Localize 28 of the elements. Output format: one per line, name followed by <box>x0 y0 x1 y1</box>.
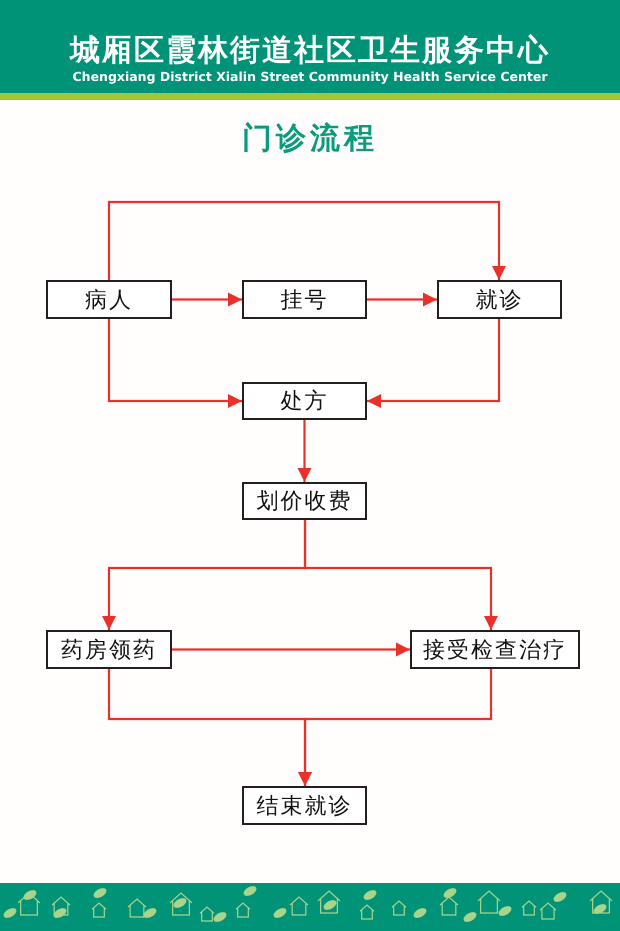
step-label: 处方 <box>280 388 328 416</box>
process-box <box>46 630 172 669</box>
arrow <box>108 319 242 408</box>
process-box <box>410 630 580 669</box>
step-label: 结束就诊 <box>256 792 352 820</box>
step-label: 就诊 <box>476 286 524 314</box>
arrow <box>172 292 242 306</box>
step-label: 药房领药 <box>61 636 157 664</box>
arrow <box>172 642 410 656</box>
page-title: 门诊流程 <box>242 121 378 156</box>
process-box <box>242 482 367 520</box>
organization-name: 城厢区霞林街道社区卫生服务中心 <box>70 33 550 68</box>
arrow <box>298 420 312 482</box>
step-label: 划价收费 <box>256 488 352 516</box>
process-box <box>46 280 172 319</box>
step-label: 病人 <box>85 286 133 314</box>
arrow <box>108 200 506 280</box>
step-label: 挂号 <box>280 286 328 314</box>
arrow <box>298 669 492 786</box>
step-label: 接受检查治疗 <box>423 636 567 664</box>
process-box <box>242 280 367 319</box>
arrow <box>367 319 500 408</box>
process-box <box>242 786 367 825</box>
organization-name-english: Chengxiang District Xialin Street Community Health Service Center <box>72 69 548 84</box>
arrow <box>367 292 437 306</box>
arrow <box>304 520 498 630</box>
process-box <box>437 280 562 319</box>
process-box <box>242 382 367 420</box>
